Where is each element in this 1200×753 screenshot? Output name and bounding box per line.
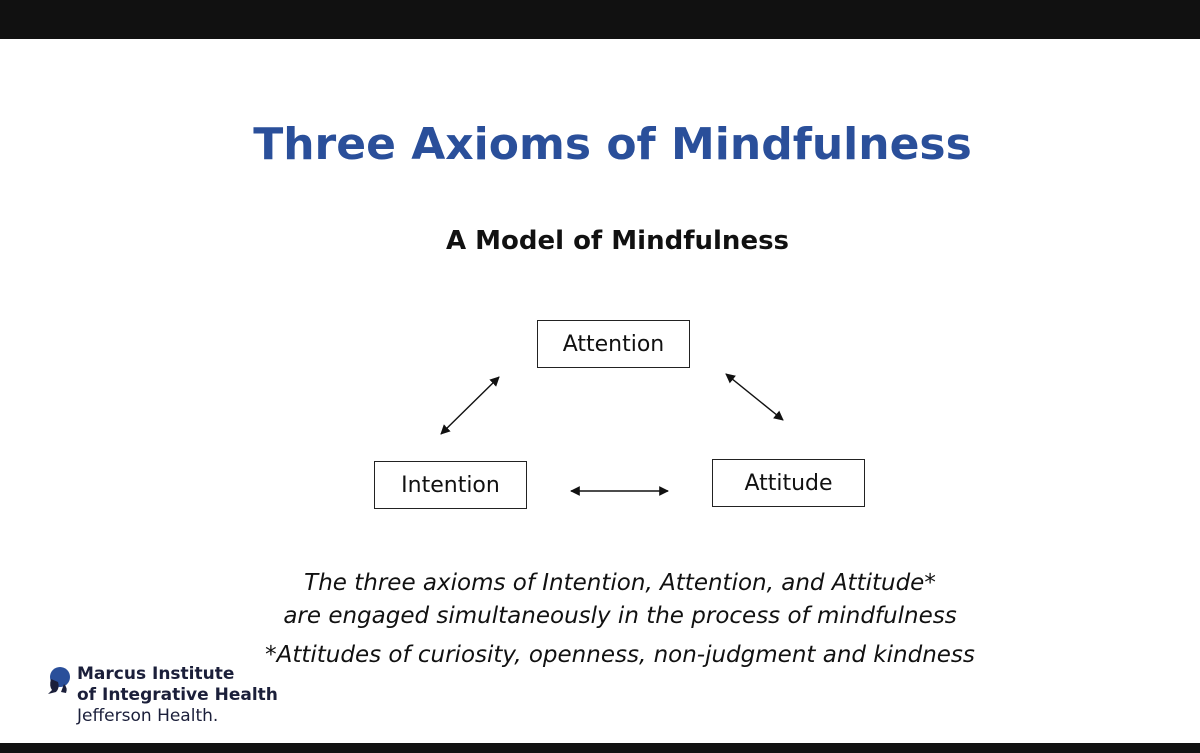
marcus-institute-logo: Marcus Institute of Integrative Health J… bbox=[46, 664, 286, 736]
arrow-attention-attitude bbox=[725, 373, 784, 421]
node-intention: Intention bbox=[374, 461, 527, 509]
diagram-subtitle: A Model of Mindfulness bbox=[445, 226, 790, 256]
slide-title: Three Axioms of Mindfulness bbox=[253, 119, 972, 170]
diagram-arrows bbox=[440, 373, 784, 496]
meditating-figure-icon bbox=[48, 667, 70, 694]
caption-line-2: are engaged simultaneously in the proces… bbox=[283, 603, 957, 629]
logo-line-1: Marcus Institute bbox=[77, 664, 235, 684]
logo-line-2: of Integrative Health bbox=[77, 685, 278, 705]
caption-footnote: *Attitudes of curiosity, openness, non-j… bbox=[265, 642, 975, 668]
caption-line-1: The three axioms of Intention, Attention… bbox=[304, 570, 936, 596]
slide: Three Axioms of Mindfulness A Model of M… bbox=[0, 39, 1200, 743]
logo-line-3: Jefferson Health. bbox=[77, 706, 219, 726]
arrow-attention-intention bbox=[440, 376, 500, 435]
bottom-frame-bar bbox=[0, 743, 1200, 753]
node-attention: Attention bbox=[537, 320, 690, 368]
logo-text: Marcus Institute of Integrative Health J… bbox=[77, 664, 278, 727]
node-attitude: Attitude bbox=[712, 459, 865, 507]
